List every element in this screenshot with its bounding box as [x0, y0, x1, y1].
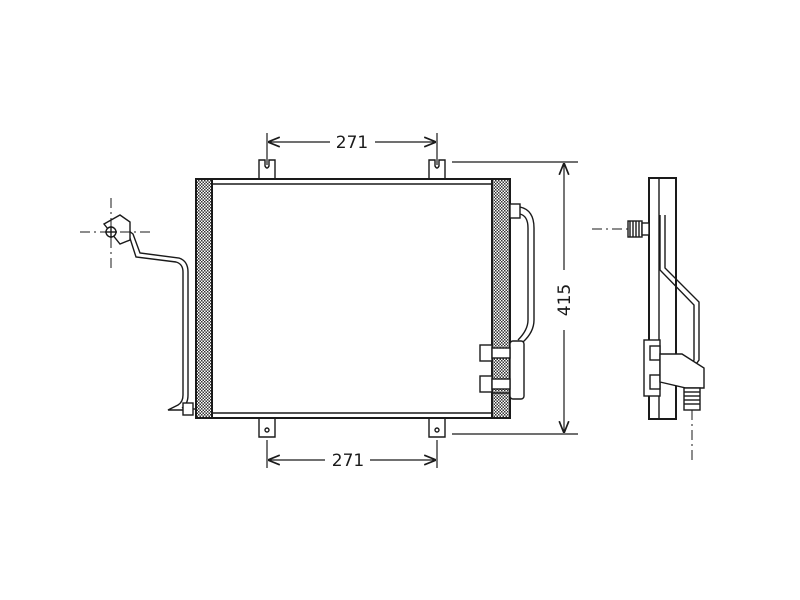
top-mounting-bracket-right [428, 159, 446, 179]
left-header-tank [195, 178, 213, 419]
height-dimension [452, 161, 578, 435]
side-refrigerant-pipe [659, 215, 700, 373]
bottom-mounting-bracket-right [428, 418, 446, 438]
left-refrigerant-pipe [117, 226, 196, 416]
condenser-side-view [592, 177, 705, 462]
side-bottom-fitting [683, 387, 701, 462]
condenser-front-view [80, 159, 535, 438]
receiver-drier [479, 340, 525, 400]
top-width-label: 271 [336, 133, 368, 153]
top-mounting-bracket-left [258, 159, 276, 179]
top-width-dimension [266, 133, 438, 165]
height-label: 415 [555, 284, 575, 316]
side-profile-body [648, 177, 677, 420]
bottom-width-dimension [266, 440, 438, 468]
right-refrigerant-pipe [509, 203, 535, 343]
condenser-core [195, 178, 511, 419]
side-top-fitting [592, 220, 650, 238]
bottom-width-label: 271 [332, 451, 364, 471]
left-pipe-fitting [80, 198, 152, 268]
bottom-mounting-bracket-left [258, 418, 276, 438]
side-receiver-block [643, 339, 705, 397]
